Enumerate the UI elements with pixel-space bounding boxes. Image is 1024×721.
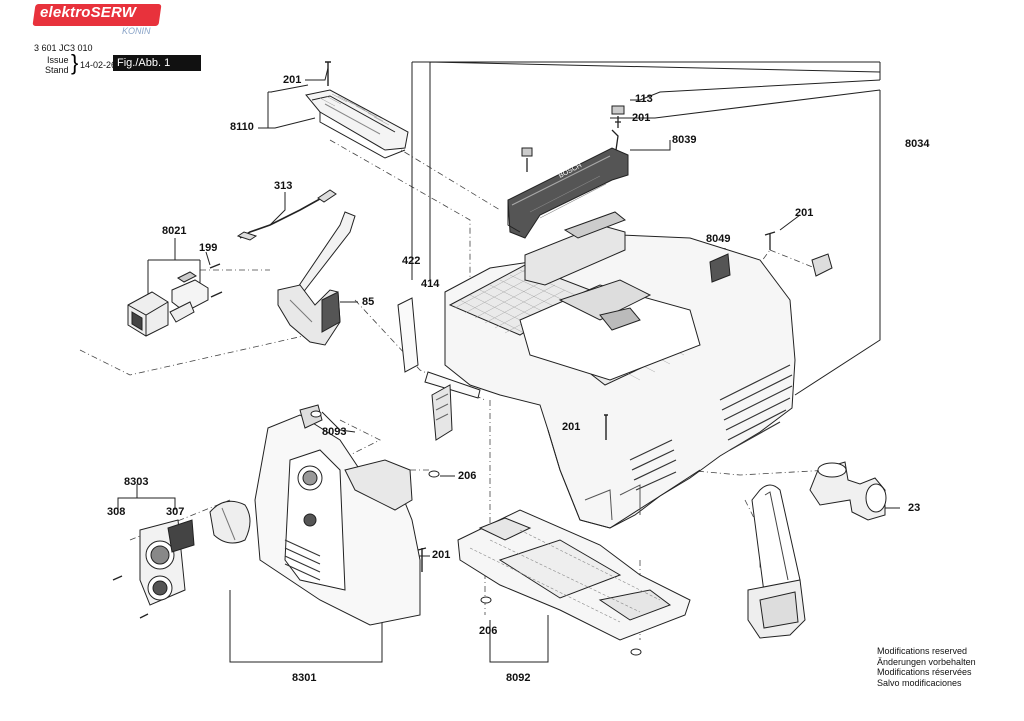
callout-206: 206	[458, 470, 477, 482]
modifications-es: Salvo modificaciones	[877, 677, 962, 688]
part-422-414-seals	[397, 297, 481, 399]
part-8110-handle	[305, 61, 409, 159]
front-cover-vents	[284, 539, 321, 581]
callout-8303: 8303	[124, 476, 149, 488]
modifications-fr: Modifications réservées	[877, 667, 972, 677]
callout-8110: 8110	[230, 121, 254, 133]
issue-date: 14-02-26	[80, 60, 117, 70]
logo-subtitle: KONIN	[122, 26, 151, 36]
callout-201: 201	[562, 421, 581, 433]
part-8303-socket	[112, 519, 195, 619]
callout-85: 85	[362, 296, 375, 308]
part-8021-switch	[127, 263, 223, 337]
logo-text: elektroSERW	[40, 4, 137, 21]
part-8301-front-cover	[209, 404, 440, 626]
part-23-hose-clip	[747, 461, 887, 639]
callout-8034: 8034	[905, 138, 930, 150]
callout-206: 206	[479, 625, 498, 637]
modifications-note: Modifications reserved Änderungen vorbeh…	[877, 646, 976, 688]
stand-label: Stand	[45, 65, 69, 75]
modifications-en: Modifications reserved	[877, 646, 968, 656]
part-85-holder	[277, 211, 356, 346]
issue-label: Issue	[47, 55, 69, 65]
callout-201: 201	[632, 112, 651, 124]
part-number: 3 601 JC3 010	[34, 43, 93, 53]
housing-vents	[629, 364, 793, 491]
callout-8049: 8049	[706, 233, 731, 245]
callout-422: 422	[402, 255, 421, 267]
callout-8021: 8021	[162, 225, 187, 237]
callout-307: 307	[166, 506, 185, 518]
callout-313: 313	[274, 180, 293, 192]
part-8034-housing	[444, 211, 833, 529]
callout-201: 201	[432, 549, 451, 561]
callout-201: 201	[795, 207, 814, 219]
callout-8093: 8093	[322, 426, 347, 438]
callout-308: 308	[107, 506, 126, 518]
part-8092-bottom-plate	[457, 509, 691, 656]
callout-8092: 8092	[506, 672, 531, 684]
modifications-de: Änderungen vorbehalten	[877, 656, 976, 667]
callout-201: 201	[283, 74, 302, 86]
callout-8039: 8039	[672, 134, 697, 146]
callout-199: 199	[199, 242, 218, 254]
part-8093-insert	[431, 384, 453, 441]
callout-113: 113	[635, 93, 653, 105]
header-brace: }	[71, 50, 79, 75]
callout-414: 414	[421, 278, 440, 290]
callout-23: 23	[908, 502, 921, 514]
figure-label: Fig./Abb. 1	[113, 55, 201, 71]
callout-lines	[117, 61, 900, 663]
part-313-cable	[236, 189, 337, 241]
callout-8301: 8301	[292, 672, 317, 684]
